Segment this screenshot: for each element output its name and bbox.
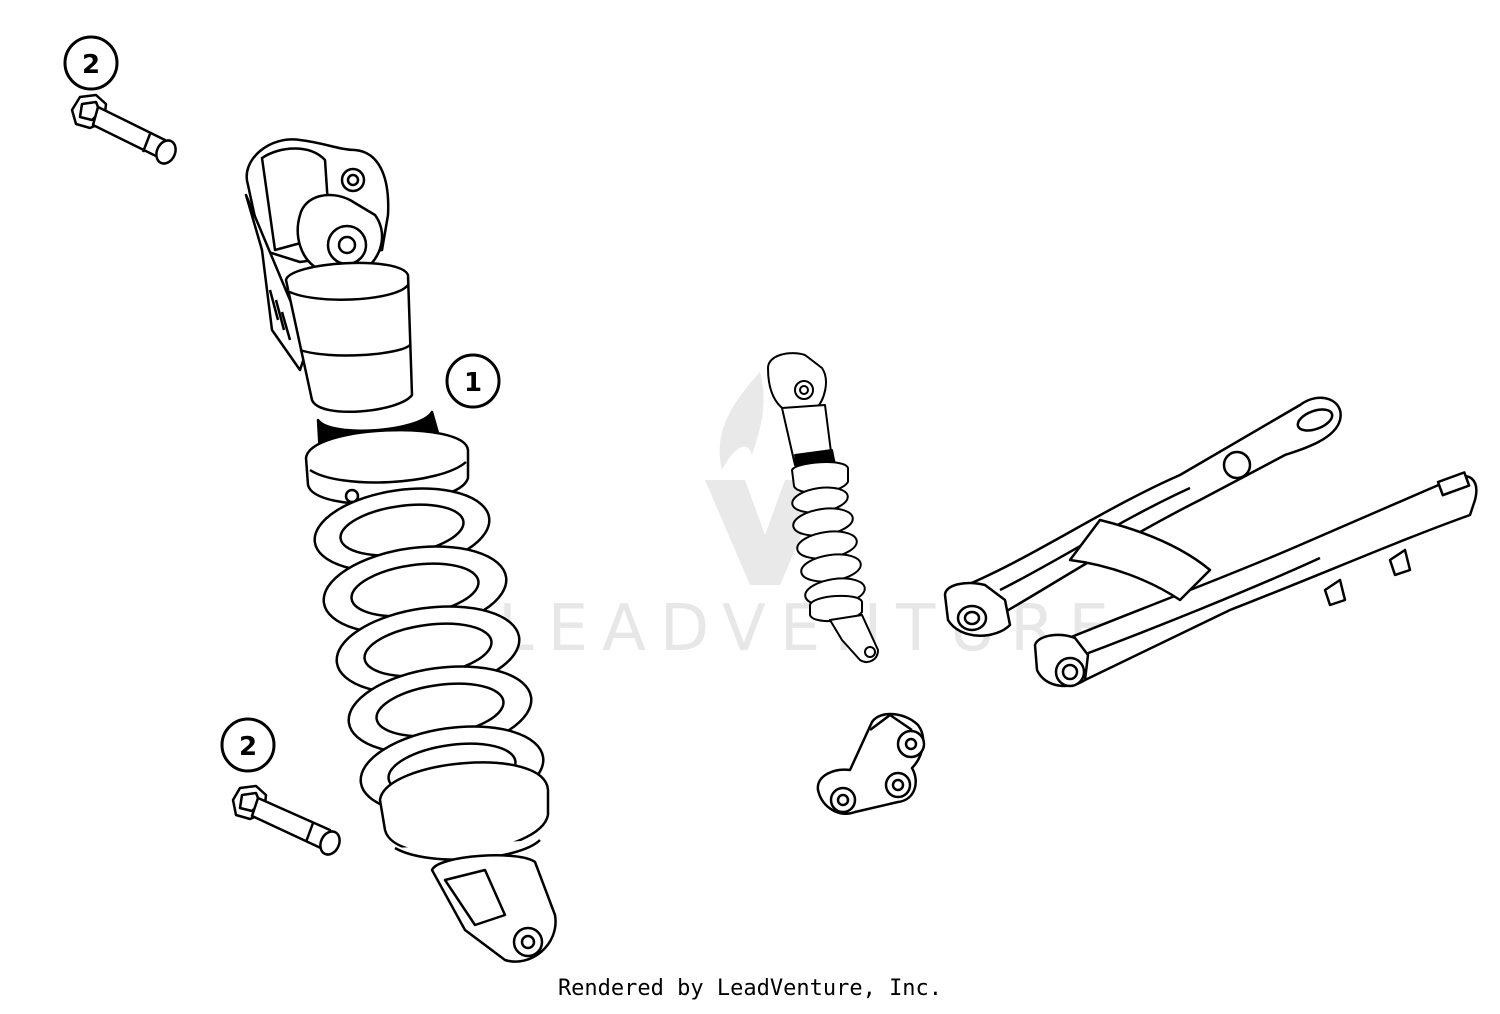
callout-1: 1 (445, 353, 501, 409)
callout-2-lower-label: 2 (239, 732, 257, 762)
callout-2-lower: 2 (220, 717, 276, 773)
callout-2-upper-label: 2 (82, 50, 100, 80)
shock-absorber-small-view (767, 352, 879, 663)
upper-mounting-bolt (70, 93, 177, 165)
credit-text: Rendered by LeadVenture, Inc. (557, 976, 943, 1001)
swing-arm (943, 396, 1478, 688)
callout-1-label: 1 (464, 368, 482, 398)
linkage-lever (816, 712, 926, 815)
callout-2-upper: 2 (63, 35, 119, 91)
lower-mounting-bolt (231, 784, 341, 856)
shock-absorber (244, 138, 557, 963)
